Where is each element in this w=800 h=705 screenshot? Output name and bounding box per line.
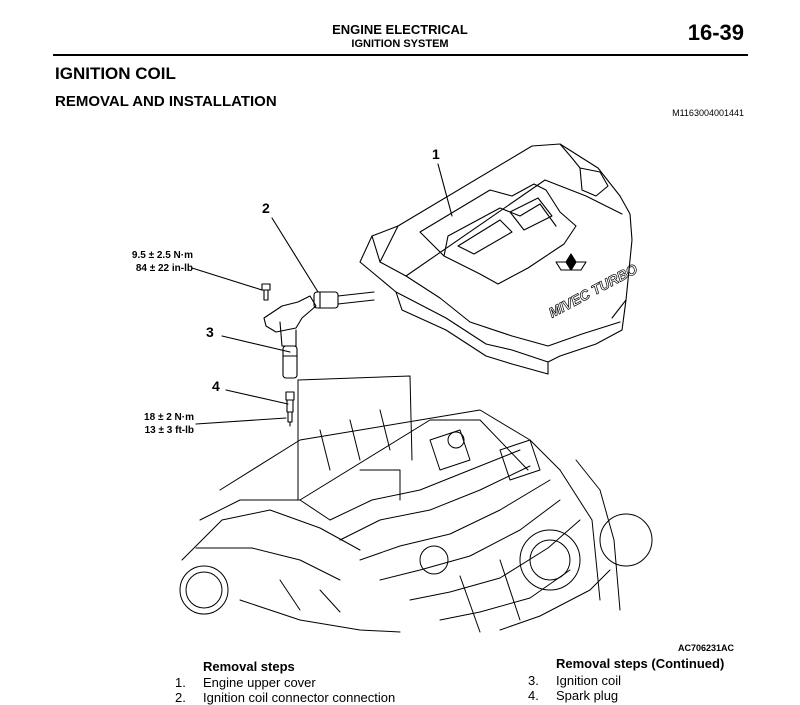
torque-plug-metric: 18 ± 2 N·m — [144, 412, 194, 423]
ignition-coil — [263, 295, 317, 379]
leader-line-torque-bolt — [191, 267, 263, 291]
cover-brand-text: MIVEC TURBO — [546, 260, 640, 320]
step-number: 1. — [175, 675, 186, 690]
callout-2: 2 — [262, 200, 270, 216]
leader-line-4 — [225, 389, 289, 405]
leader-line-2 — [271, 217, 319, 293]
coil-bolt — [261, 283, 271, 301]
torque-bolt-metric: 9.5 ± 2.5 N·m — [131, 250, 193, 261]
step-number: 2. — [175, 690, 186, 705]
torque-spec-bolt: 9.5 ± 2.5 N·m 84 ± 22 in-lb — [100, 249, 193, 275]
callout-3: 3 — [206, 324, 214, 340]
removal-steps-heading: Removal steps — [203, 659, 295, 674]
step-label: Engine upper cover — [203, 675, 316, 690]
section-title: IGNITION COIL — [55, 64, 176, 83]
engine-upper-cover — [359, 143, 633, 375]
document-code: M1163004001441 — [672, 108, 744, 118]
engine-block — [179, 375, 653, 633]
spark-plug — [285, 391, 295, 427]
page-number: 16-39 — [687, 20, 744, 45]
leader-line-torque-plug — [195, 417, 287, 425]
leader-line-1 — [437, 163, 453, 217]
removal-step-2: 2. Ignition coil connector connection — [175, 690, 395, 705]
step-label: Ignition coil — [556, 673, 622, 688]
callout-1: 1 — [432, 146, 440, 162]
header-rule — [53, 54, 748, 56]
step-number: 4. — [528, 688, 539, 703]
header-subtitle: IGNITION SYSTEM — [351, 38, 449, 50]
figure-code: AC706231AC — [678, 643, 735, 653]
coil-connector — [313, 291, 375, 309]
removal-step-3: 3. Ignition coil — [528, 673, 621, 688]
removal-steps-continued-heading: Removal steps (Continued) — [556, 656, 725, 671]
torque-plug-imperial: 13 ± 3 ft-lb — [144, 425, 194, 436]
removal-step-4: 4. Spark plug — [528, 688, 618, 703]
header-title: ENGINE ELECTRICAL — [332, 22, 468, 37]
callout-4: 4 — [212, 378, 220, 394]
step-label: Ignition coil connector connection — [203, 690, 396, 705]
step-label: Spark plug — [556, 688, 619, 703]
torque-bolt-imperial: 84 ± 22 in-lb — [135, 263, 193, 274]
leader-line-3 — [221, 335, 291, 353]
torque-spec-plug: 18 ± 2 N·m 13 ± 3 ft-lb — [100, 411, 194, 437]
section-subtitle: REMOVAL AND INSTALLATION — [55, 93, 277, 110]
removal-step-1: 1. Engine upper cover — [175, 675, 316, 690]
step-number: 3. — [528, 673, 539, 688]
